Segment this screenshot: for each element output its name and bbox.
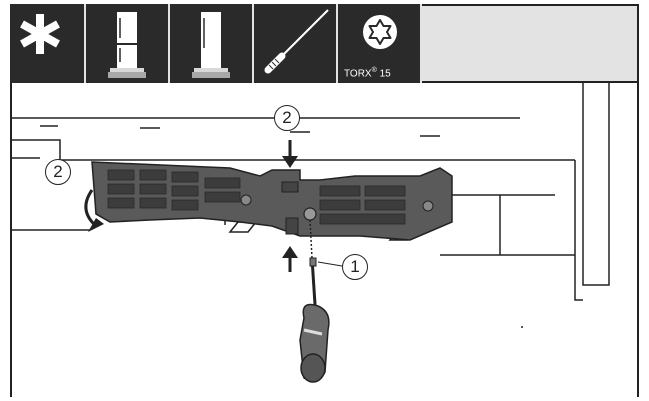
screwdriver-tool (299, 257, 330, 383)
torx-brand-text: TORX (344, 68, 372, 79)
fridge-icon (192, 12, 230, 78)
torx-tile: TORX® 15 (338, 4, 422, 83)
callout-right-text: 1 (350, 257, 360, 276)
torx-registered-mark: ® (371, 66, 377, 74)
fridge-freezer-icon (108, 12, 146, 78)
callout-left: 2 (45, 159, 71, 185)
rotate-arrow (84, 189, 104, 232)
callout-right: 1 (342, 254, 368, 280)
torx-size-label: TORX® 15 (344, 67, 391, 79)
hinge-part (91, 161, 453, 241)
torx-icon (363, 15, 397, 49)
callout-top: 2 (274, 105, 300, 131)
callout-leader-right (317, 261, 343, 267)
speck (521, 326, 523, 328)
asterisk-icon (20, 14, 60, 54)
fridge-tile (170, 4, 254, 83)
installation-illustration (12, 83, 610, 383)
callout-left-text: 2 (53, 162, 63, 181)
fridge-freezer-tile (86, 4, 170, 83)
screwdriver-icon (264, 9, 329, 74)
asterisk-tile (10, 4, 86, 83)
push-arrows (282, 140, 298, 272)
callout-top-text: 2 (282, 108, 292, 127)
appliance-outline (12, 83, 610, 301)
screwdriver-tile (254, 4, 338, 83)
torx-size-text: 15 (379, 68, 391, 79)
illustration-frame (10, 4, 639, 397)
